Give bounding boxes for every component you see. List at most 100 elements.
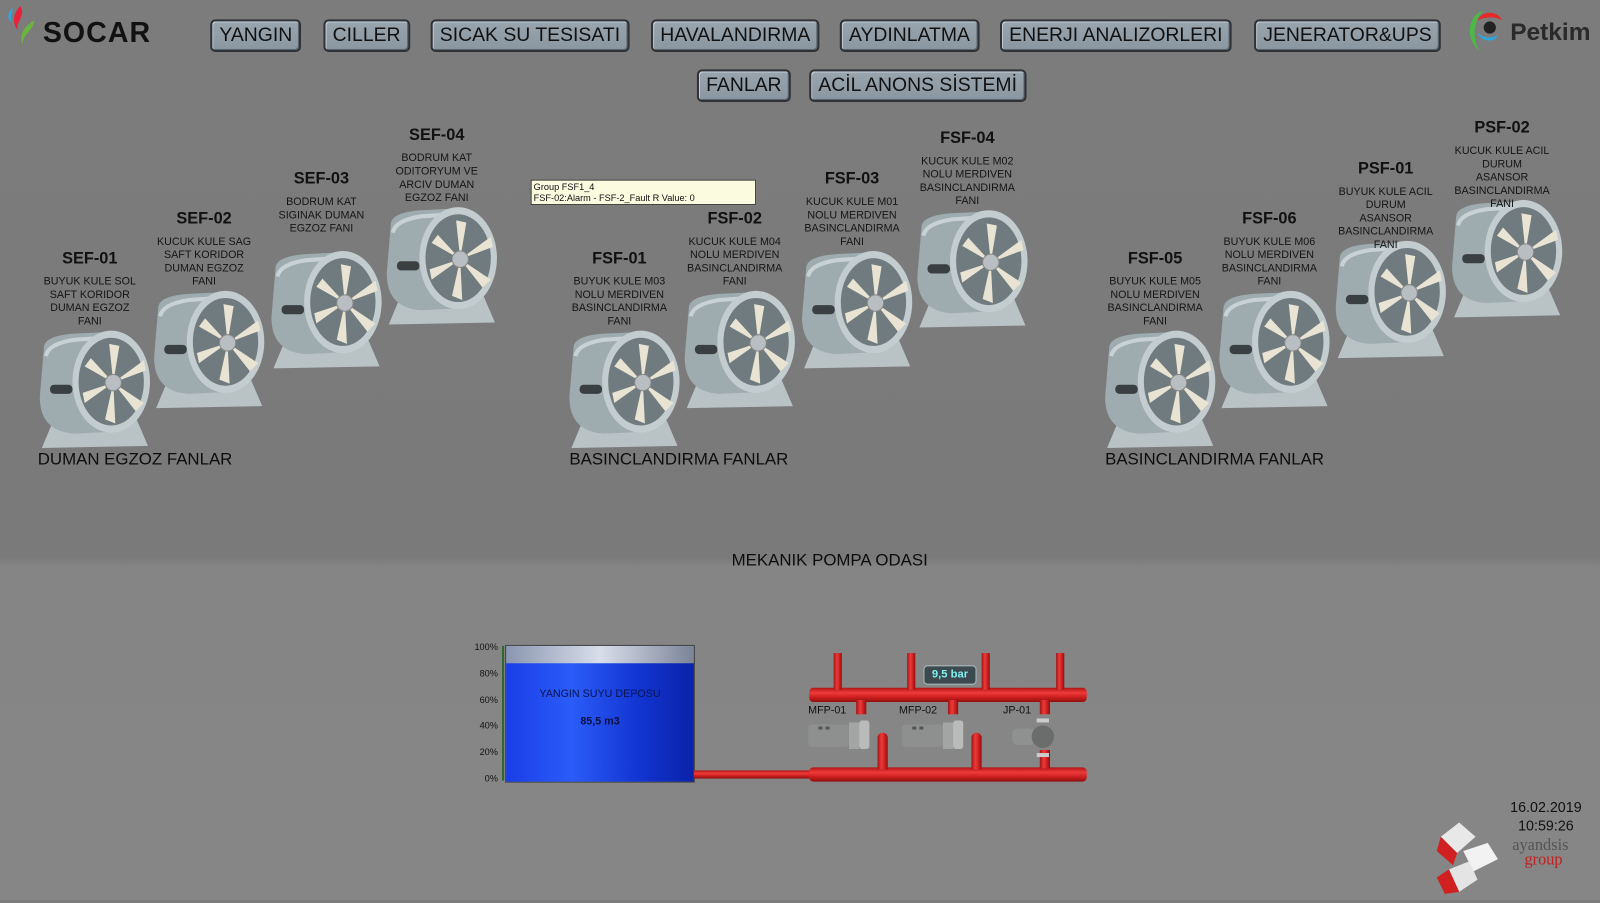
fan-description-line: KUCUK KULE M01	[805, 195, 899, 209]
tank-outlet-pipe	[693, 770, 813, 779]
fan-icon[interactable]	[381, 202, 501, 326]
fan-description-line: BUYUK KULE SOL	[43, 275, 136, 288]
section-label-pressurization-1: BASINCLANDIRMA FANLAR	[569, 449, 789, 469]
fan-description-line: KUCUK KULE ACIL	[1454, 144, 1550, 158]
alarm-tooltip: Group FSF1_4 FSF-02:Alarm - FSF-2_Fault …	[530, 179, 757, 206]
fan-icon[interactable]	[679, 286, 799, 410]
fan-description-line: FANI	[722, 275, 747, 288]
tooltip-alarm: FSF-02:Alarm - FSF-2_Fault R Value: 0	[533, 192, 695, 203]
axis-tick-label: 80%	[479, 668, 498, 679]
datetime-display: 16.02.2019 10:59:26	[1500, 798, 1592, 835]
axis-tick-label: 60%	[479, 694, 498, 705]
fan-description-line: FANI	[955, 194, 980, 208]
pump-suction-pipe	[1039, 749, 1050, 769]
suction-header-pipe	[809, 767, 1087, 782]
socar-wordmark: SOCAR	[42, 16, 152, 48]
fan-description-line: DUMAN EGZOZ	[50, 302, 130, 315]
fan-description-line: FANI	[840, 235, 864, 248]
nav-button-sicak-su-tesisati[interactable]: SICAK SU TESISATI	[430, 19, 630, 53]
axis-tick-label: 20%	[479, 747, 498, 758]
fan-description-line: DURUM	[1482, 158, 1522, 171]
fan-icon[interactable]	[911, 205, 1031, 329]
fan-title: FSF-03	[824, 170, 880, 188]
fire-water-tank: YANGIN SUYU DEPOSU 85,5 m3	[505, 644, 695, 783]
fan-description-line: FANI	[192, 275, 216, 288]
date: 16.02.2019	[1510, 798, 1582, 816]
fan-icon[interactable]	[1099, 326, 1219, 450]
fan-icon[interactable]	[265, 246, 385, 370]
fan-description-line: FANI	[1257, 275, 1282, 288]
nav-button-yangin[interactable]: YANGIN	[210, 19, 302, 53]
fan-description-line: BUYUK KULE ACIL	[1338, 185, 1433, 198]
fan-description-line: BASINCLANDIRMA	[919, 181, 1015, 194]
discharge-header-pipe	[809, 687, 1087, 703]
fan-title: SEF-04	[409, 126, 465, 144]
fan-icon[interactable]	[148, 286, 268, 410]
fan-description-line: FANI	[1373, 238, 1398, 252]
fan-description-line: BASINCLANDIRMA	[687, 262, 783, 275]
fan-description-line: KUCUK KULE M04	[688, 235, 781, 248]
nav-button-jenerator-ups[interactable]: JENERATOR&UPS	[1254, 19, 1441, 53]
tank-volume: 85,5 m3	[580, 715, 620, 728]
pressure-gauge: 9,5 bar	[923, 665, 977, 685]
axis-tick-label: 0%	[484, 773, 498, 784]
petkim-wordmark: Petkim	[1510, 18, 1591, 46]
nav-button-fanlar[interactable]: FANLAR	[696, 69, 791, 103]
pump-label: JP-01	[1003, 704, 1032, 717]
fan-description-line: BODRUM KAT	[286, 195, 357, 209]
fan-icon[interactable]	[34, 326, 154, 450]
fan-description-line: BUYUK KULE M03	[573, 275, 666, 288]
tank-water-level	[506, 663, 694, 782]
fan-description-line: ASANSOR	[1359, 212, 1412, 225]
fan-title: PSF-01	[1358, 160, 1414, 178]
time: 10:59:26	[1518, 817, 1574, 834]
fan-description-line: NOLU MERDIVEN	[690, 248, 780, 262]
ayandsis-cube-icon	[1436, 822, 1498, 894]
fan-description-line: SIGINAK DUMAN	[278, 209, 365, 222]
pump-icon[interactable]	[902, 720, 969, 749]
section-label-smoke-exhaust: DUMAN EGZOZ FANLAR	[37, 449, 233, 469]
fan-icon[interactable]	[1446, 195, 1566, 319]
fan-description-line: BASINCLANDIRMA	[571, 302, 668, 315]
fan-description-line: EGZOZ FANI	[404, 191, 469, 205]
fan-description-line: BASINCLANDIRMA	[1454, 184, 1550, 197]
nav-button-havalandirma[interactable]: HAVALANDIRMA	[651, 19, 820, 53]
tooltip-group: Group FSF1_4	[533, 181, 595, 192]
riser-pipe	[981, 653, 990, 690]
fan-icon[interactable]	[563, 326, 683, 450]
fan-title: SEF-03	[293, 170, 350, 188]
fan-description-line: FANI	[77, 315, 102, 328]
fan-title: FSF-05	[1127, 249, 1183, 268]
fan-description-line: BASINCLANDIRMA	[804, 222, 900, 235]
petkim-logo: Petkim	[1463, 6, 1600, 53]
riser-pipe	[1056, 653, 1065, 690]
nav-button-acil-anons[interactable]: ACİL ANONS SİSTEMİ	[809, 69, 1027, 103]
pump-suction-pipe	[877, 732, 888, 770]
fan-icon[interactable]	[1330, 236, 1450, 360]
nav-button-ciller[interactable]: CILLER	[323, 19, 410, 53]
fan-description-line: DUMAN EGZOZ	[164, 262, 244, 275]
jockey-pump-icon[interactable]	[1012, 718, 1057, 758]
fan-title: FSF-04	[940, 129, 995, 147]
fan-title: FSF-02	[707, 210, 762, 228]
fan-description-line: EGZOZ FANI	[289, 222, 354, 235]
pump-room-title: MEKANIK POMPA ODASI	[731, 551, 928, 570]
fan-description-line: ASANSOR	[1475, 171, 1529, 184]
fan-description-line: BASINCLANDIRMA	[1107, 302, 1203, 315]
pump-suction-pipe	[971, 732, 982, 770]
nav-button-enerji-analizorleri[interactable]: ENERJI ANALIZORLERI	[999, 19, 1232, 53]
nav-button-aydinlatma[interactable]: AYDINLATMA	[839, 19, 980, 53]
fan-icon[interactable]	[1213, 286, 1333, 410]
petkim-mark-icon	[1469, 10, 1503, 52]
pump-icon[interactable]	[808, 720, 875, 749]
fan-icon[interactable]	[796, 246, 916, 370]
